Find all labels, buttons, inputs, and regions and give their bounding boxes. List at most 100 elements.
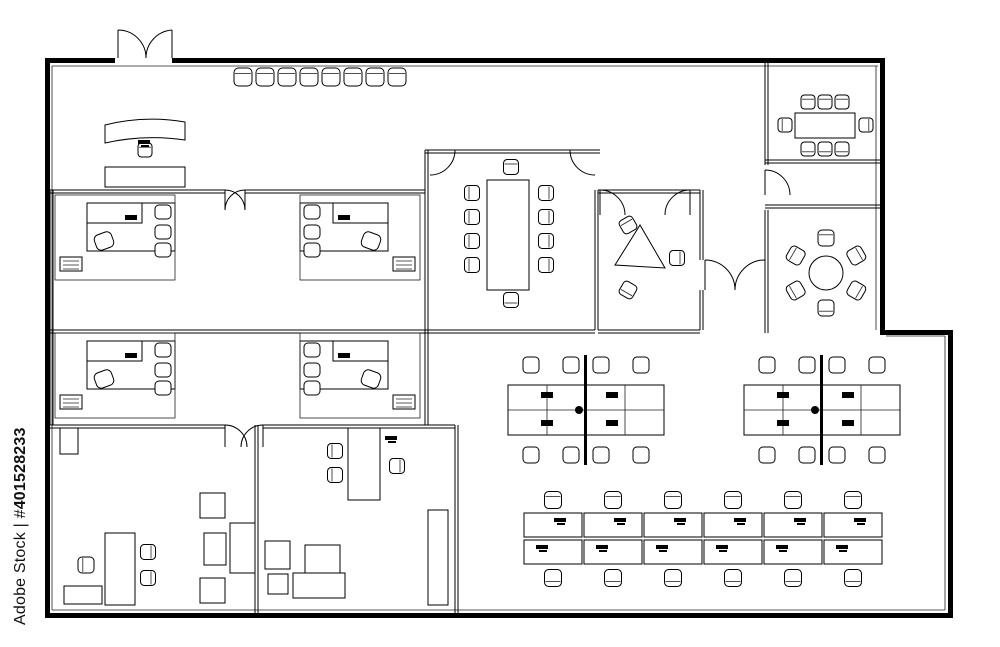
monitor-icon [716, 545, 728, 552]
chair-icon [777, 117, 793, 133]
monitor-screen [536, 545, 548, 549]
chair-seat [664, 491, 682, 509]
monitor-icon [536, 545, 548, 552]
door-swing [734, 259, 766, 291]
keyboard [599, 550, 607, 552]
chair-icon [562, 356, 580, 374]
chair-seat [464, 233, 480, 249]
chair-seat [464, 257, 480, 273]
chair-seat [327, 443, 343, 459]
chair-icon [538, 257, 554, 273]
chair-seat [604, 569, 622, 587]
cabinet [392, 256, 416, 272]
chair-seat [321, 67, 341, 87]
door-swing [704, 259, 736, 291]
chair-seat [800, 141, 816, 157]
chair-back [620, 289, 633, 297]
guest-chair-icon [303, 362, 321, 378]
keyboard [857, 523, 865, 525]
chair-seat [538, 257, 554, 273]
chair-seat [604, 491, 622, 509]
chair-seat [327, 467, 343, 483]
door-icon [240, 424, 264, 448]
chair-icon [140, 570, 156, 586]
monitor-screen [554, 518, 566, 522]
chair-icon [846, 280, 867, 301]
partition [254, 425, 259, 613]
chair-seat [785, 280, 806, 301]
lounge-table [304, 544, 341, 574]
partition [245, 189, 425, 194]
chair-icon [817, 229, 835, 247]
chair-icon [817, 141, 833, 157]
partition [424, 150, 429, 330]
office-chair-icon [93, 369, 115, 389]
plant-icon [575, 406, 583, 414]
monitor-icon [606, 420, 618, 426]
chair-icon [846, 245, 867, 266]
chair-seat [255, 67, 275, 87]
conference-table [486, 179, 530, 291]
guest-chair-icon [154, 242, 172, 258]
chair-icon [834, 94, 850, 110]
chair-seat [464, 209, 480, 225]
chair-icon [544, 569, 562, 587]
chair-icon [327, 467, 343, 483]
stock-credit: Adobe Stock | #401528233 [10, 410, 32, 625]
chair-seat [817, 141, 833, 157]
workstation-pod [507, 355, 665, 465]
partition [598, 189, 700, 194]
bench-desk [823, 512, 883, 538]
office-chair-icon [360, 231, 382, 251]
chair-icon [464, 257, 480, 273]
chair-icon [327, 443, 343, 459]
door-swing [224, 424, 248, 448]
guest-chair-icon [154, 380, 172, 396]
cabinet-lines [396, 398, 412, 408]
waiting-chair-icon [321, 67, 341, 87]
chair-seat [817, 94, 833, 110]
keyboard [557, 523, 565, 525]
armchair-icon [199, 492, 226, 519]
storage-unit [427, 509, 449, 606]
chair-seat [464, 185, 480, 201]
chair-seat [844, 491, 862, 509]
partition [594, 190, 599, 330]
chair-icon [800, 94, 816, 110]
partition [699, 190, 704, 260]
partition [424, 330, 429, 425]
bench-desk [763, 539, 823, 565]
chair-seat [777, 117, 793, 133]
monitor-screen [836, 545, 848, 549]
reception-desk [104, 118, 186, 144]
credit-id: 401528233 [12, 427, 29, 510]
private-office [54, 194, 176, 281]
chair-back [855, 285, 863, 299]
chair-icon [828, 446, 846, 464]
chair-icon [817, 299, 835, 317]
bench-desk [523, 539, 583, 565]
guest-chair-icon [154, 342, 172, 358]
cabinet [392, 394, 416, 410]
bench-desk [523, 512, 583, 538]
monitor-screen [794, 518, 806, 522]
chair-icon [632, 356, 650, 374]
chair-icon [844, 491, 862, 509]
chair-seat [389, 458, 405, 474]
door-icon [224, 189, 246, 211]
wall-segment [948, 330, 953, 618]
keyboard [719, 550, 727, 552]
office-outline [54, 194, 176, 281]
guest-chair-icon [303, 380, 321, 396]
chair-seat [844, 569, 862, 587]
keyboard [539, 550, 547, 552]
door-swing [664, 189, 691, 216]
bench-desk [643, 539, 703, 565]
stock-credit-text: Adobe Stock | #401528233 [10, 410, 32, 625]
chair-icon [817, 94, 833, 110]
chair-icon [503, 292, 519, 308]
cabinet-lines [63, 260, 79, 270]
door-swing [240, 424, 264, 448]
monitor-icon [541, 420, 553, 426]
monitor-screen [138, 140, 150, 144]
